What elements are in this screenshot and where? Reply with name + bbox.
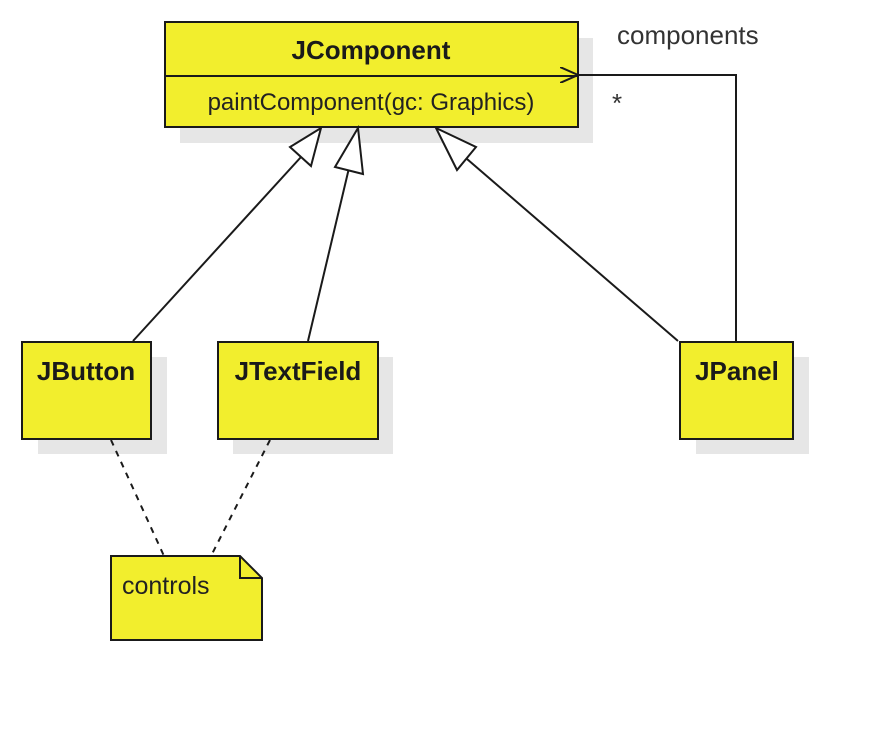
class-jtextfield[interactable]: JTextField (217, 341, 379, 440)
note-anchor-jbutton (110, 439, 165, 557)
association-role-label: components (617, 20, 759, 50)
note-box (110, 555, 263, 641)
generalization-jtextfield[interactable] (307, 124, 365, 342)
note-controls[interactable]: controls (110, 555, 263, 641)
class-jbutton-name: JButton (37, 356, 135, 386)
class-jtextfield-name: JTextField (235, 356, 362, 386)
class-jbutton[interactable]: JButton (21, 341, 152, 440)
class-jtextfield-box (217, 341, 379, 440)
generalization-jpanel[interactable] (433, 125, 679, 342)
generalization-jbutton-arrowhead (288, 125, 323, 168)
class-jpanel[interactable]: JPanel (679, 341, 794, 440)
note-fold-icon (239, 556, 262, 579)
class-jbutton-box (21, 341, 152, 440)
class-jcomponent-name: JComponent (292, 35, 451, 65)
class-jpanel-name: JPanel (695, 356, 779, 386)
generalization-jpanel-arrowhead (433, 125, 478, 172)
note-text: controls (122, 572, 210, 600)
note-anchors (110, 439, 271, 557)
class-jcomponent-box (164, 21, 579, 128)
generalization-jbutton-line (132, 156, 302, 342)
association-multiplicity-label: * (612, 88, 622, 118)
generalization-jtextfield-arrowhead (333, 124, 365, 176)
generalization-jtextfield-line (307, 167, 350, 342)
class-jcomponent[interactable]: JComponent paintComponent(gc: Graphics) (164, 21, 579, 128)
class-jpanel-box (679, 341, 794, 440)
class-jcomponent-operation: paintComponent(gc: Graphics) (208, 89, 535, 116)
generalization-jpanel-line (466, 158, 679, 342)
association-components-line (578, 75, 737, 341)
generalization-jbutton[interactable] (132, 125, 323, 342)
association-components[interactable]: components * (578, 20, 759, 341)
note-anchor-jtextfield (210, 439, 271, 557)
